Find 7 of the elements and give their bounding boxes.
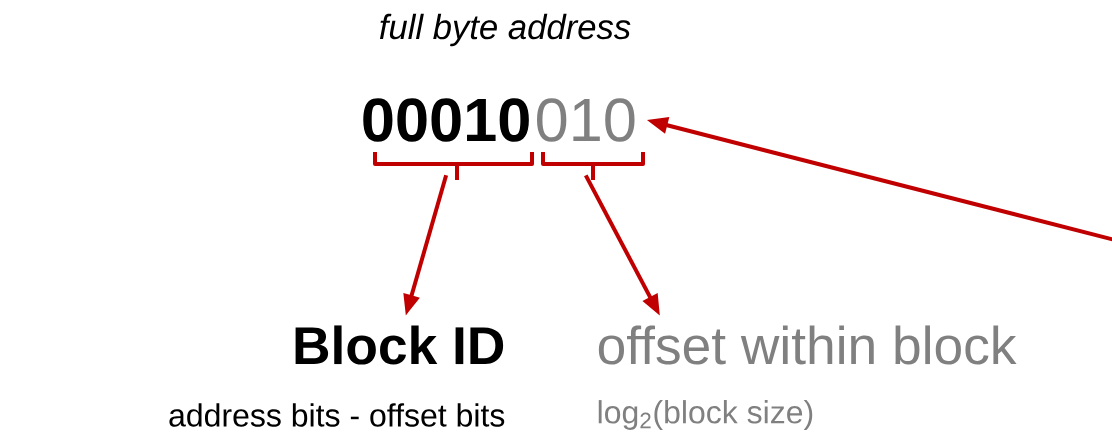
formula-note: log$_{2}$(block size)	[598, 400, 813, 430]
formula-note: address bits - offset bits	[169, 403, 505, 427]
field-name: offset within block	[598, 325, 1017, 365]
address-bits: 010	[537, 98, 635, 142]
field-name: Block ID	[295, 325, 504, 365]
caption: full byte address	[379, 13, 631, 47]
address-bits: 00010	[363, 98, 529, 142]
